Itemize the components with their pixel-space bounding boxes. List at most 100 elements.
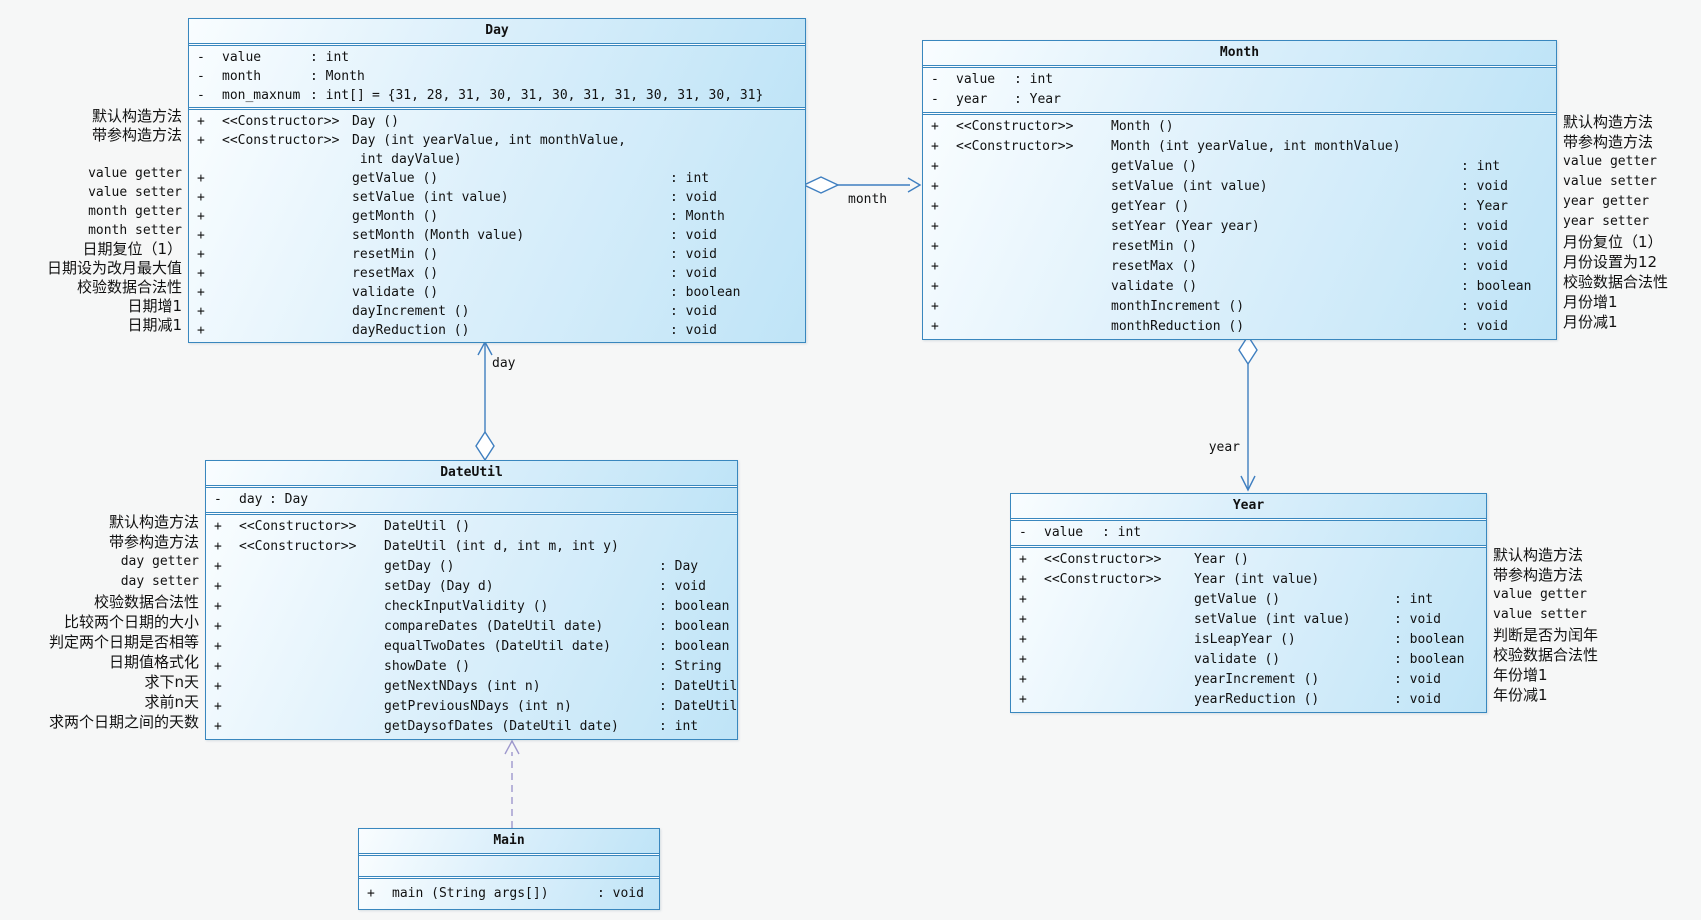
attribute-row: -day: Day [214,492,309,507]
method-row: +validate (): boolean [197,285,741,300]
connector-day-month[interactable] [802,176,922,194]
method-row: +<<Constructor>>Month () [931,119,1174,134]
methods-compartment: +<<Constructor>>DateUtil ()+<<Constructo… [206,515,737,739]
method-row: +resetMin (): void [931,239,1508,254]
annotation-line: value getter [1493,587,1587,602]
method-row: +<<Constructor>>Year () [1019,552,1249,567]
class-title: Main [359,829,659,853]
compartment-separator [923,112,1556,115]
annotation-line: 年份减1 [1493,686,1548,704]
connector-main-dateutil[interactable] [504,739,520,828]
annotation-line: day getter [120,554,199,569]
method-row: +<<Constructor>>Month (int yearValue, in… [931,139,1401,154]
method-row: +<<Constructor>>Day () [197,114,399,129]
open-arrowhead-icon [504,739,520,755]
open-arrowhead-icon [1240,475,1256,492]
compartment-separator [206,485,737,488]
annotation-line: month getter [88,204,182,219]
connector-label-month: month [848,192,888,207]
compartment-separator [923,65,1556,68]
method-row: +setValue (int value): void [1019,612,1441,627]
annotation-line: value getter [88,166,182,181]
annotation-line: 求两个日期之间的天数 [48,713,199,731]
method-row: +setValue (int value): void [931,179,1508,194]
compartment-separator [1011,518,1486,521]
annotation-line: 校验数据合法性 [1493,646,1599,664]
method-row: +isLeapYear (): boolean [1019,632,1465,647]
annotation-line: 判断是否为闰年 [1493,626,1599,644]
class-day[interactable]: Day -value: int -month: Month -mon_maxnum:… [188,18,806,343]
compartment-separator [206,512,737,515]
attribute-row: -month: Month [197,69,365,84]
annotation-line: 校验数据合法性 [1563,273,1669,291]
annotation-line: 校验数据合法性 [76,278,182,296]
method-row: +compareDates (DateUtil date): boolean [214,619,730,634]
attributes-compartment: -value: int-year: Year [923,68,1556,112]
class-month[interactable]: Month -value: int-year: Year +<<Construc… [922,40,1557,340]
class-title: Day [189,19,805,43]
annotation-line: 日期设为改月最大值 [46,259,182,277]
annotation-line: value setter [88,185,182,200]
annotation-line: value setter [1563,174,1657,189]
methods-compartment: +main (String args[]): void [359,879,659,909]
methods-compartment: +<<Constructor>>Day ()+<<Constructor>>Da… [189,110,805,342]
annotation-line: year getter [1563,194,1650,209]
attributes-compartment [359,856,659,876]
annotation-line: 求前n天 [144,693,199,711]
annotation-line: 默认构造方法 [1563,113,1654,131]
method-row: +setYear (Year year): void [931,219,1508,234]
annotation-line: 带参构造方法 [108,533,199,551]
class-title: Month [923,41,1556,65]
annotation-line: 带参构造方法 [1493,566,1584,584]
aggregation-diamond-icon [1238,334,1258,366]
annotation-line: value getter [1563,154,1657,169]
connector-month-year[interactable] [1238,334,1258,492]
connector-label-day: day [492,356,516,371]
class-main[interactable]: Main +main (String args[]): void [358,828,660,910]
annotation-line: 月份复位（1） [1563,233,1663,251]
method-row: +resetMax (): void [197,266,717,281]
method-row: +validate (): boolean [1019,652,1465,667]
method-row: +monthIncrement (): void [931,299,1508,314]
annotation-line: 求下n天 [144,673,199,691]
class-title: DateUtil [206,461,737,485]
attributes-compartment: -day: Day [206,488,737,512]
method-row: +<<Constructor>>Year (int value) [1019,572,1320,587]
compartment-separator [359,853,659,856]
attribute-row: -year: Year [931,92,1061,107]
attribute-row: -value: int [1019,525,1142,540]
attribute-row: -value: int [197,50,350,65]
attribute-row: -mon_maxnum: int[]= {31, 28, 31, 30, 31,… [197,88,764,103]
method-row: +monthReduction (): void [931,319,1508,334]
method-row: +dayIncrement (): void [197,304,717,319]
annotation-line: 默认构造方法 [108,513,199,531]
method-row: +dayReduction (): void [197,323,717,338]
method-row: +getYear (): Year [931,199,1508,214]
method-row: +getValue (): int [931,159,1501,174]
class-year[interactable]: Year -value: int +<<Constructor>>Year ()… [1010,493,1487,713]
method-row: +<<Constructor>>DateUtil (int d, int m, … [214,539,619,554]
annotation-line: 带参构造方法 [1563,133,1654,151]
aggregation-diamond-icon [475,430,495,462]
attributes-compartment: -value: int [1011,521,1486,545]
method-row: +showDate (): String [214,659,722,674]
method-row: +equalTwoDates (DateUtil date): boolean [214,639,730,654]
method-row: +getValue (): int [1019,592,1434,607]
class-title: Year [1011,494,1486,518]
annotation-line: 判定两个日期是否相等 [48,633,199,651]
method-row: +resetMin (): void [197,247,717,262]
annotation-line: month setter [88,223,182,238]
annotation-line: 比较两个日期的大小 [63,613,199,631]
annotation-line: day setter [120,574,199,589]
annotation-line: 日期值格式化 [108,653,199,671]
class-dateutil[interactable]: DateUtil -day: Day +<<Constructor>>DateU… [205,460,738,740]
method-row: +yearReduction (): void [1019,692,1441,707]
month-annotations: 默认构造方法带参构造方法 value getter value setter year… [1563,112,1701,332]
method-row: int dayValue) [352,152,462,167]
open-arrowhead-icon [907,177,922,193]
annotation-line: 日期增1 [127,297,182,315]
method-row: +setValue (int value): void [197,190,717,205]
